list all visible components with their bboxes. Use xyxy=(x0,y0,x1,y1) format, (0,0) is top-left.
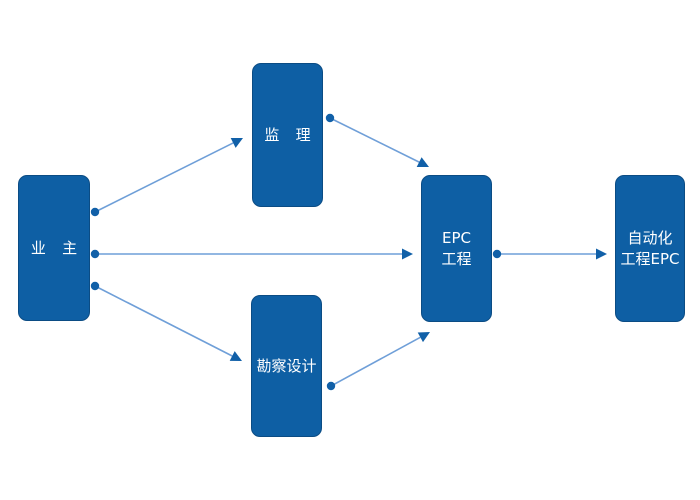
node-label: EPC xyxy=(442,229,471,248)
connector-owner-to-epc xyxy=(90,248,413,260)
node-owner[interactable]: 业 主 xyxy=(18,175,90,321)
connector-start-dot xyxy=(326,381,336,391)
connector-line xyxy=(94,142,234,213)
connector-line xyxy=(329,117,420,163)
connector-start-dot xyxy=(90,281,100,291)
connector-supervision-to-epc xyxy=(325,113,429,168)
connector-start-dot xyxy=(325,113,335,123)
connector-arrowhead xyxy=(229,351,242,361)
connector-line xyxy=(94,285,233,357)
node-automation-epc[interactable]: 自动化工程EPC xyxy=(615,175,685,322)
node-supervision[interactable]: 监 理 xyxy=(252,63,323,207)
connector-arrowhead xyxy=(417,332,430,343)
node-label: 业 主 xyxy=(30,238,83,257)
connector-owner-to-survey-design xyxy=(90,281,242,361)
connector-owner-to-supervision xyxy=(90,138,243,217)
connector-survey-design-to-epc xyxy=(326,332,430,391)
connector-start-dot xyxy=(90,249,100,259)
connector-epc-to-automation xyxy=(492,248,607,260)
node-label: 工程 xyxy=(441,249,472,268)
connector-arrowhead xyxy=(596,248,607,260)
node-label: 监 理 xyxy=(264,125,317,144)
node-label: 勘察设计 xyxy=(256,356,317,375)
node-label: 自动化 xyxy=(627,229,673,248)
connector-start-dot xyxy=(492,249,502,259)
connector-arrowhead xyxy=(230,138,243,148)
connector-start-dot xyxy=(90,207,100,217)
node-label: 工程EPC xyxy=(620,249,680,268)
connector-line xyxy=(330,336,421,387)
connector-arrowhead xyxy=(416,157,429,168)
connector-arrowhead xyxy=(402,248,413,260)
node-survey-design[interactable]: 勘察设计 xyxy=(251,295,322,437)
